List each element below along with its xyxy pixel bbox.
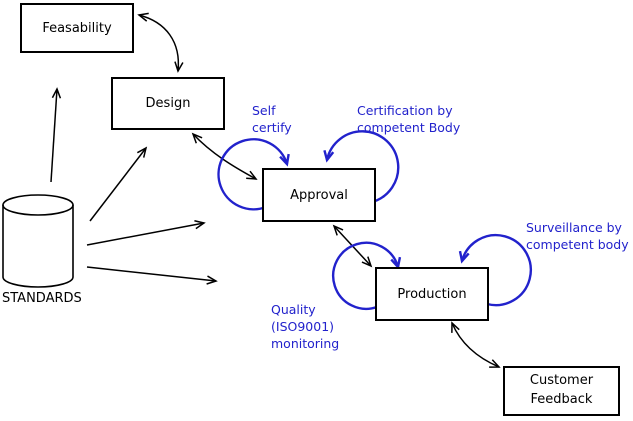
- loop-production-surveillance: [458, 233, 532, 307]
- node-customer-feedback-label: Customer Feedback: [529, 373, 594, 407]
- annotation-surveillance: Surveillance by competent body: [526, 220, 629, 252]
- node-production-label: Production: [397, 286, 467, 302]
- arrow-feasability-design: [137, 12, 184, 73]
- loop-approval-certification: [323, 130, 400, 204]
- node-feasability-label: Feasability: [42, 20, 112, 36]
- arrow-standards-to-approval: [86, 220, 206, 246]
- annotation-quality: Quality (ISO9001) monitoring: [271, 302, 340, 351]
- node-approval-label: Approval: [290, 187, 348, 203]
- arrow-standards-to-design: [89, 146, 148, 222]
- standards-label: STANDARDS: [2, 291, 82, 306]
- node-approval: Approval: [262, 168, 376, 222]
- annotation-self-certify: Self certify: [252, 103, 292, 135]
- annotation-certification: Certification by competent Body: [357, 103, 461, 135]
- arrow-standards-to-production: [86, 266, 218, 285]
- node-design-label: Design: [145, 96, 191, 111]
- node-feasability: Feasability: [20, 3, 134, 53]
- node-production: Production: [375, 267, 489, 321]
- loop-production-quality: [332, 241, 402, 310]
- arrow-design-approval: [191, 132, 258, 180]
- node-customer-feedback: Customer Feedback: [503, 366, 620, 416]
- arrow-production-feedback: [451, 321, 501, 368]
- loop-approval-self-certify: [217, 138, 290, 211]
- node-design: Design: [111, 77, 225, 130]
- standards-cylinder-icon: [2, 194, 74, 288]
- arrow-standards-to-feasability: [50, 87, 62, 183]
